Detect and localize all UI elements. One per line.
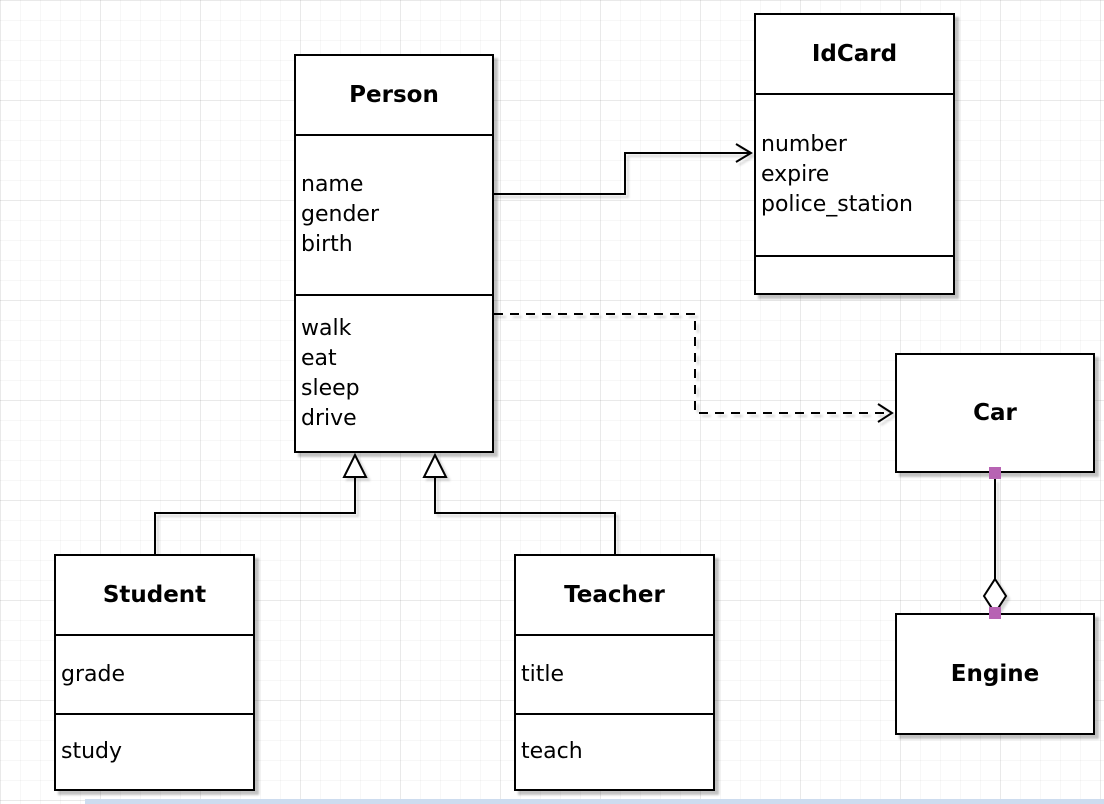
edge-teacher-person-line[interactable] [434, 477, 616, 554]
class-student-methods: study [56, 713, 253, 789]
attribute-row: police_station [761, 192, 913, 217]
attribute-row: expire [761, 162, 830, 187]
class-student[interactable]: Student grade study [54, 554, 255, 791]
class-idcard[interactable]: IdCard number expire police_station [754, 13, 955, 295]
edge-person-car[interactable] [494, 313, 894, 423]
class-idcard-methods [756, 255, 953, 293]
method-row: eat [301, 345, 337, 371]
edge-person-idcard-line[interactable] [494, 152, 750, 195]
class-teacher-methods: teach [516, 713, 713, 789]
method-row: teach [521, 739, 583, 764]
class-idcard-title: IdCard [811, 41, 898, 67]
attribute-row: birth [301, 232, 353, 257]
class-idcard-attributes: number expire police_station [756, 93, 953, 255]
edge-car-engine[interactable] [982, 479, 1008, 615]
edge-person-car-line[interactable] [494, 313, 890, 414]
class-car-title: Car [973, 400, 1017, 426]
connection-point-handle[interactable] [989, 607, 1001, 619]
hollow-triangle-arrowhead-icon [422, 452, 448, 478]
class-student-title: Student [102, 582, 207, 608]
attribute-row: gender [301, 202, 379, 227]
connection-point-handle[interactable] [989, 467, 1001, 479]
method-row: drive [301, 405, 357, 431]
class-car[interactable]: Car [895, 353, 1095, 473]
hollow-triangle-arrowhead-icon [342, 452, 368, 478]
class-engine[interactable]: Engine [895, 613, 1095, 735]
class-student-attributes: grade [56, 634, 253, 713]
class-teacher-attributes: title [516, 634, 713, 713]
page-edge [85, 799, 1104, 804]
edge-student-person-line[interactable] [154, 477, 356, 554]
open-arrowhead-icon [735, 143, 753, 163]
class-person-title: Person [349, 82, 439, 108]
class-teacher-title: Teacher [564, 582, 665, 608]
edge-teacher-person[interactable] [422, 452, 616, 554]
attribute-row: title [521, 661, 565, 687]
class-person[interactable]: Person name gender birth walk eat sleep … [294, 54, 494, 453]
class-person-attributes: name gender birth [296, 134, 492, 294]
attribute-row: name [301, 172, 364, 197]
class-engine-title: Engine [950, 661, 1040, 687]
method-row: sleep [301, 375, 360, 401]
class-person-methods: walk eat sleep drive [296, 294, 492, 451]
method-row: study [61, 739, 123, 764]
edge-student-person[interactable] [154, 452, 368, 554]
attribute-row: number [761, 132, 847, 157]
attribute-row: grade [61, 661, 125, 687]
open-arrowhead-icon [877, 403, 894, 423]
edge-person-idcard[interactable] [494, 143, 753, 195]
method-row: walk [301, 315, 352, 341]
class-teacher[interactable]: Teacher title teach [514, 554, 715, 791]
